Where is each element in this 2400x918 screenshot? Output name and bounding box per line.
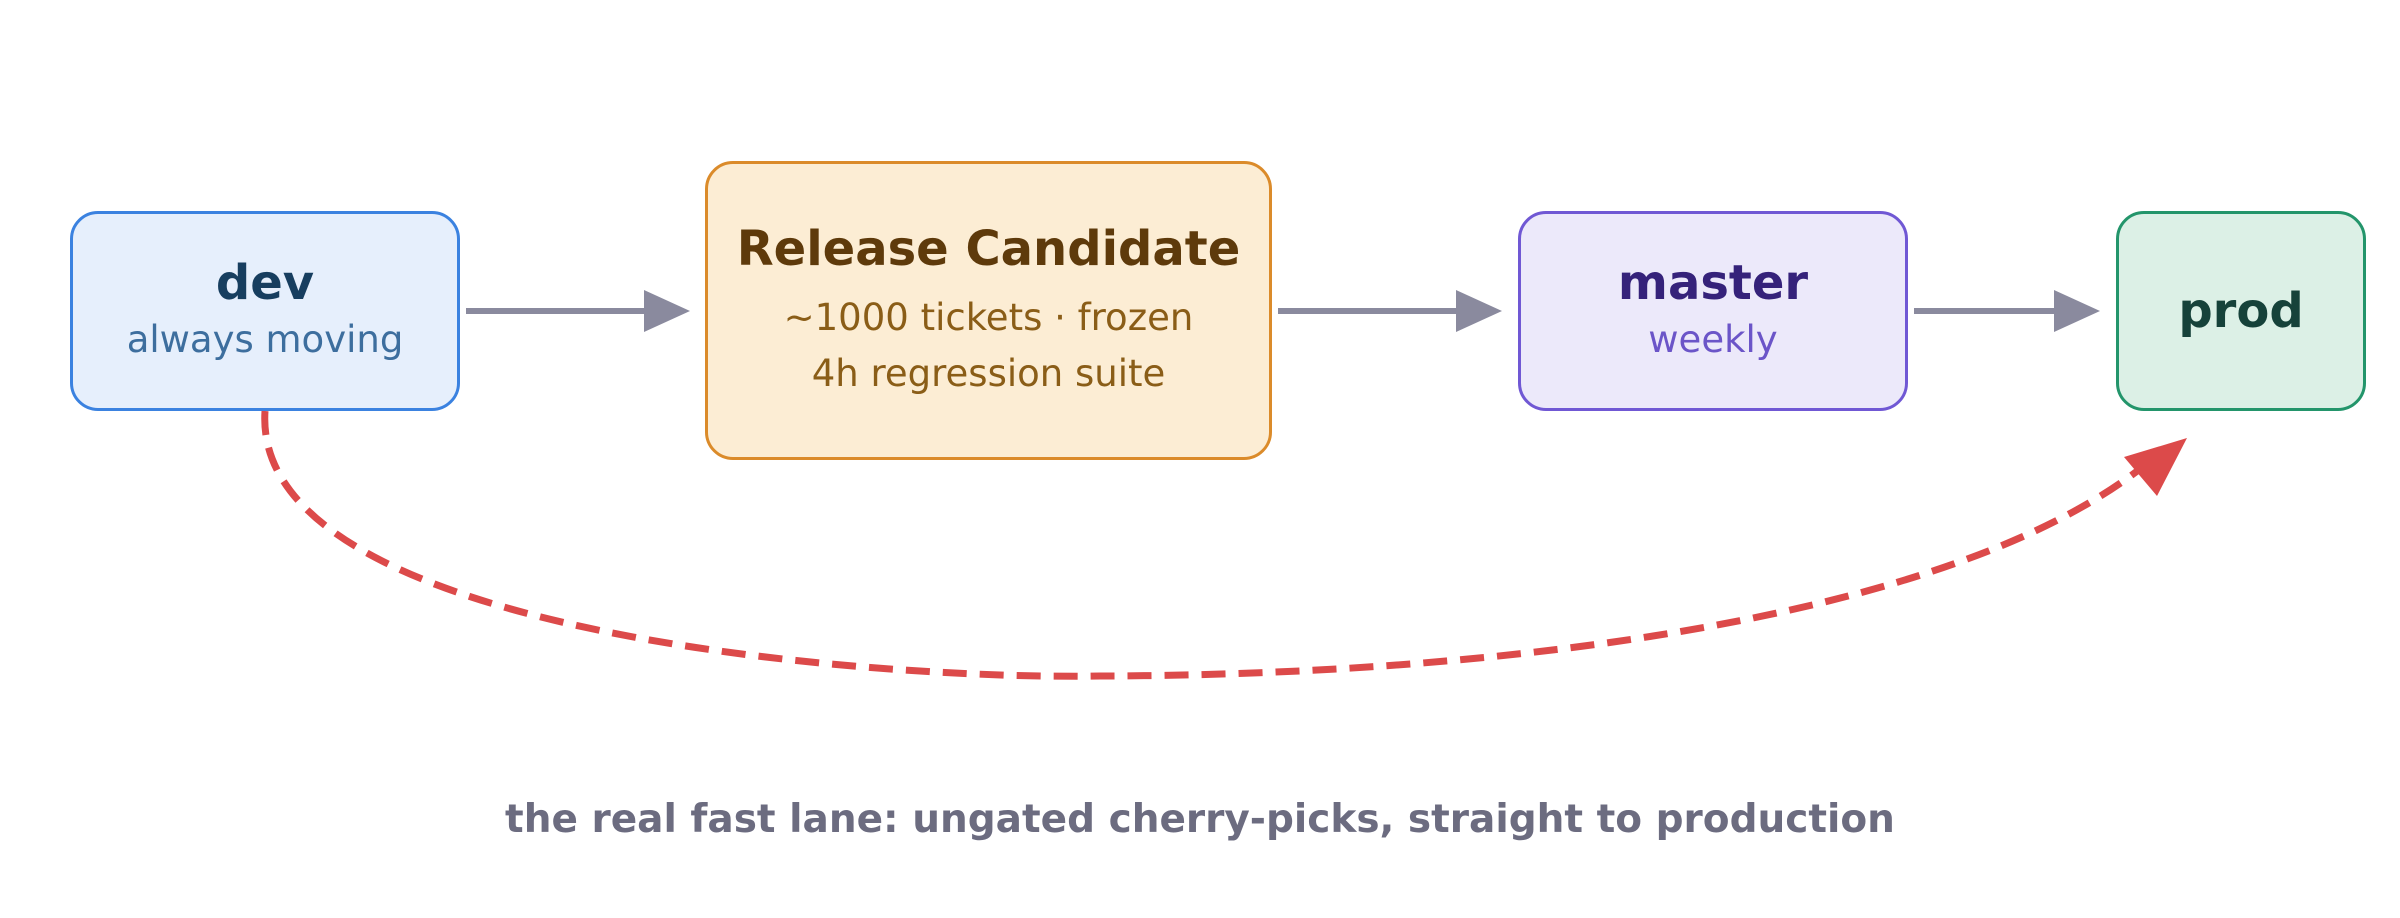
- dev-to-rc-arrow: [466, 290, 690, 332]
- master-to-prod-arrow: [1914, 290, 2100, 332]
- master-title: master: [1617, 255, 1809, 311]
- dev-node: dev always moving: [70, 211, 460, 411]
- fast-lane-caption: the real fast lane: ungated cherry-picks…: [505, 797, 1895, 842]
- release-candidate-line-1: ~1000 tickets · frozen: [783, 295, 1194, 339]
- master-subtitle: weekly: [1648, 318, 1778, 361]
- prod-title: prod: [2178, 283, 2304, 339]
- prod-node: prod: [2116, 211, 2366, 411]
- fast-lane-arrow: [261, 410, 2187, 680]
- release-candidate-title: Release Candidate: [736, 220, 1241, 277]
- dev-title: dev: [215, 255, 315, 311]
- dev-subtitle: always moving: [126, 318, 404, 361]
- release-candidate-line-2: 4h regression suite: [811, 351, 1166, 395]
- rc-to-master-arrow: [1278, 290, 1502, 332]
- release-candidate-node: Release Candidate ~1000 tickets · frozen…: [705, 161, 1272, 460]
- master-node: master weekly: [1518, 211, 1908, 411]
